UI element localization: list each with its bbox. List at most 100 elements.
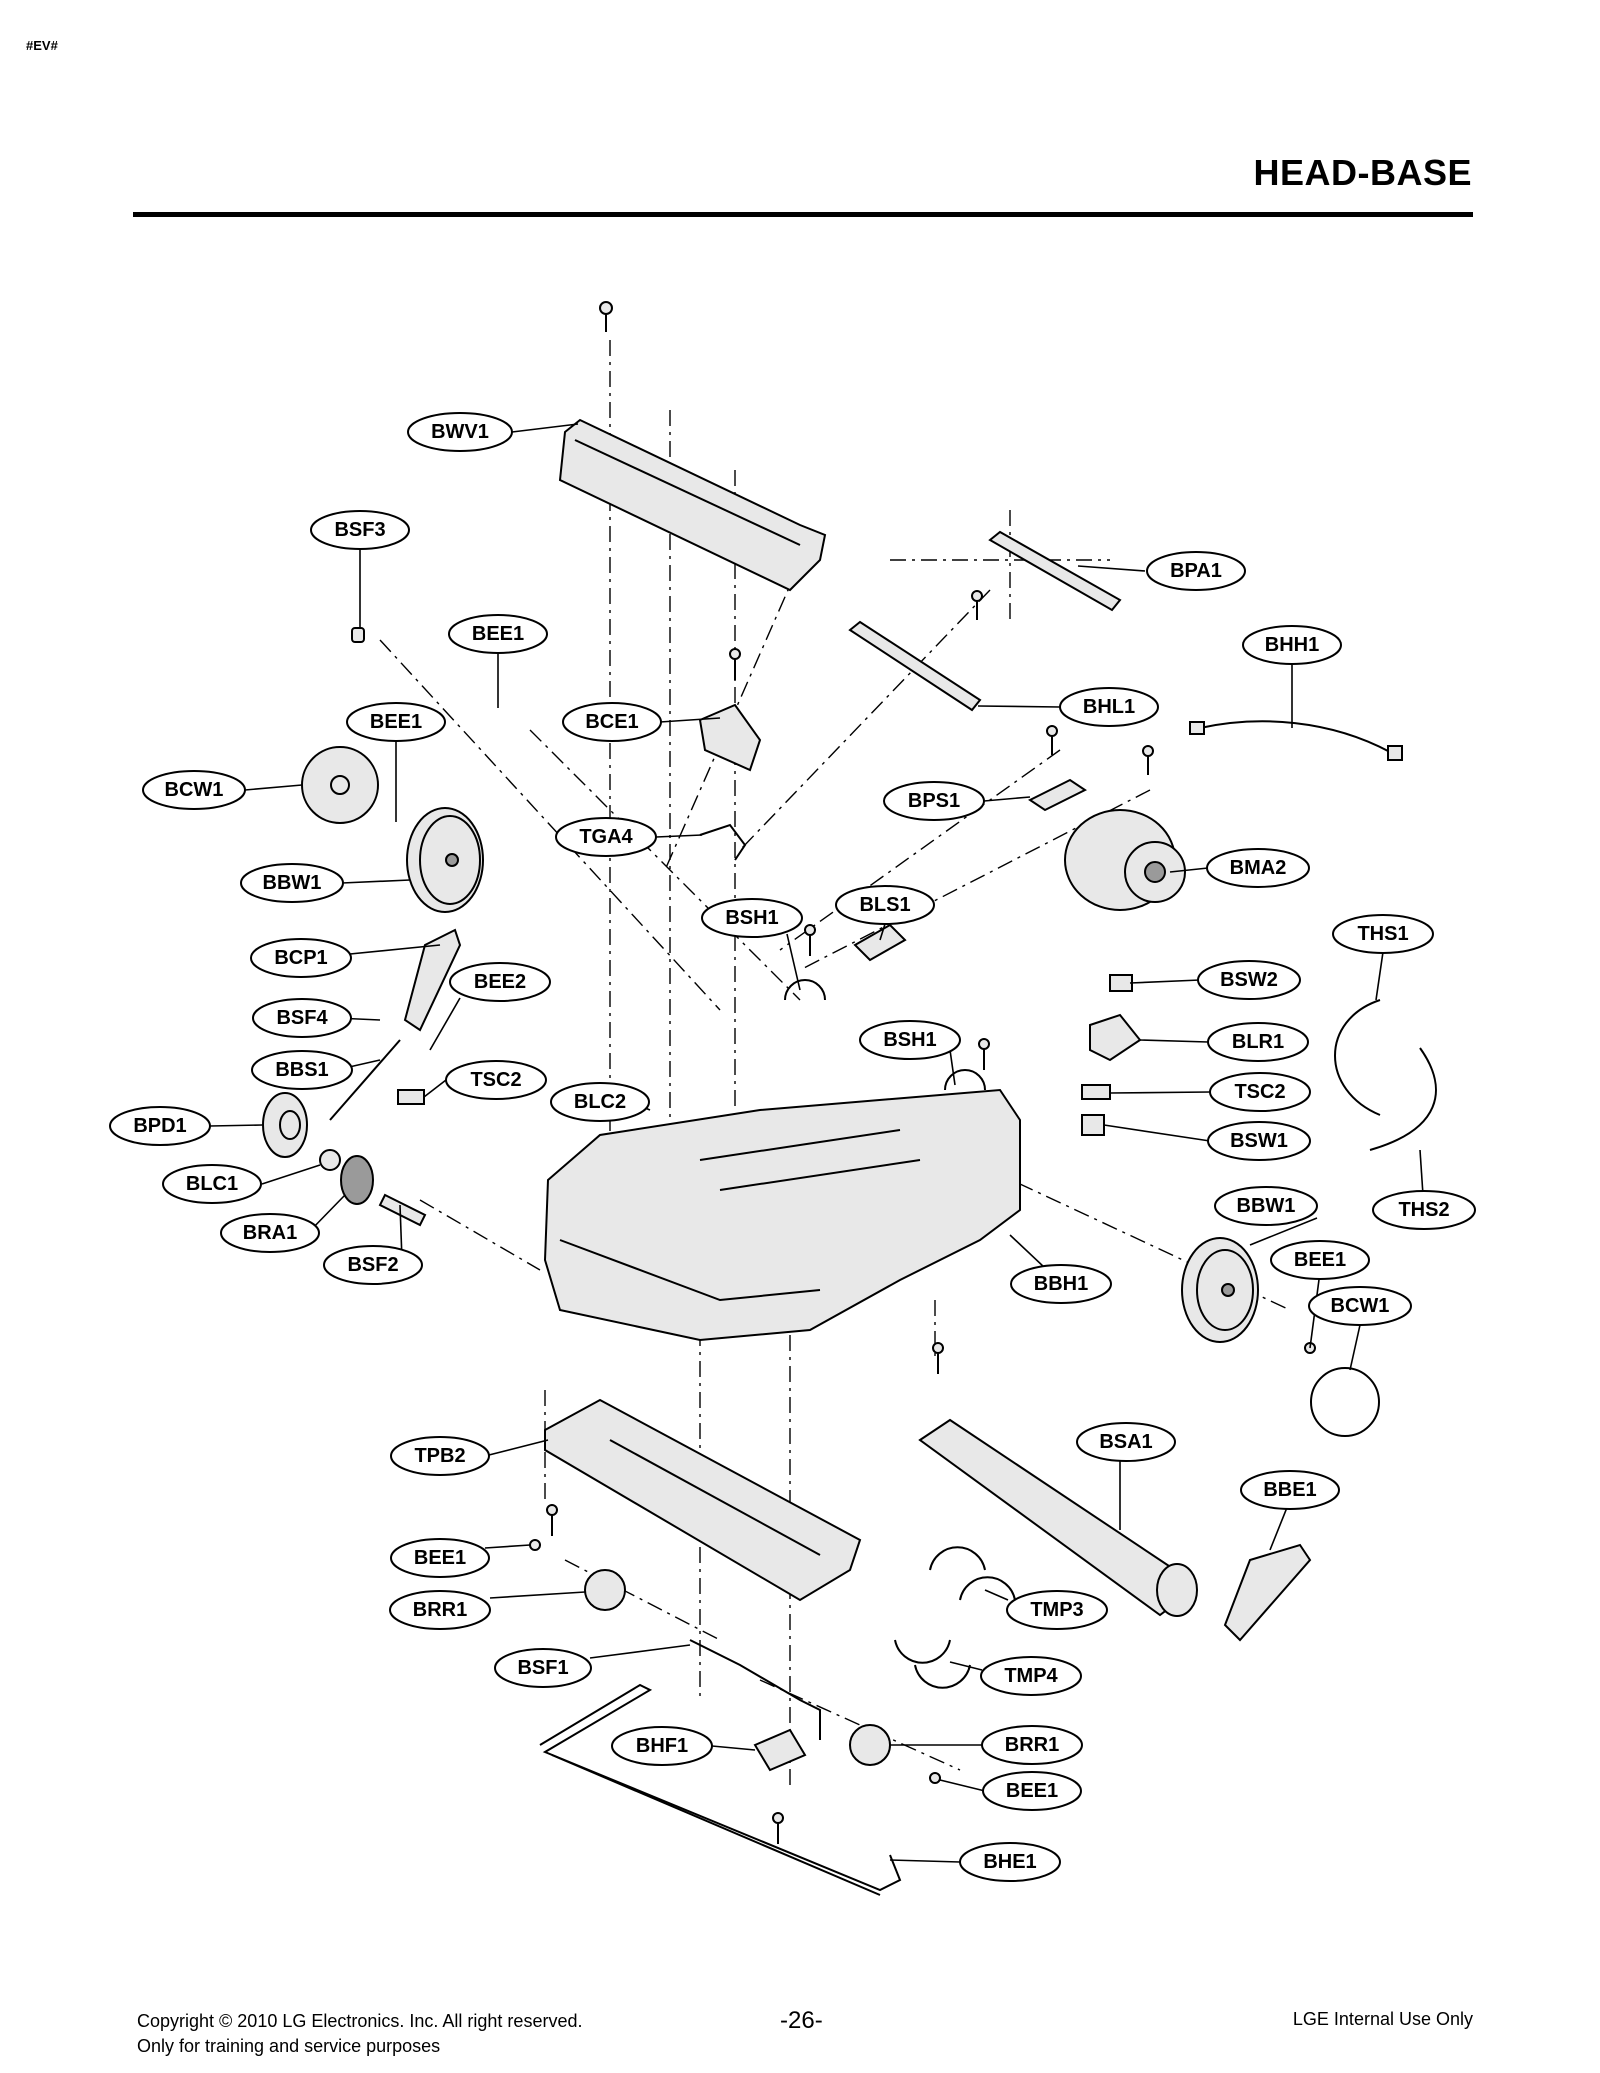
callout-bhl1-text: BHL1 [1083,696,1135,718]
callout-bee1-d: BEE1 [390,1538,490,1578]
callout-bls1: BLS1 [835,885,935,925]
callout-bhf1-text: BHF1 [636,1735,688,1757]
callout-blc1: BLC1 [162,1164,262,1204]
page-number: -26- [780,2007,823,2034]
callout-bbs1-text: BBS1 [275,1059,328,1081]
callout-bee1-e-text: BEE1 [1006,1780,1058,1802]
callout-bbw1-b-text: BBW1 [1237,1195,1296,1217]
callout-bhf1: BHF1 [611,1726,713,1766]
callout-blc1-text: BLC1 [186,1173,238,1195]
callout-bhh1-text: BHH1 [1265,634,1319,656]
callout-bee1-d-text: BEE1 [414,1547,466,1569]
callout-blc2: BLC2 [550,1082,650,1122]
callout-bcw1-b: BCW1 [1308,1286,1412,1326]
callout-tmp3-text: TMP3 [1030,1599,1083,1621]
callout-blr1-text: BLR1 [1232,1031,1284,1053]
document-tag: #EV# [26,38,58,53]
callout-bsf4-text: BSF4 [276,1007,328,1029]
internal-use-notice: LGE Internal Use Only [1292,2009,1473,2029]
callout-bbw1-b: BBW1 [1214,1186,1318,1226]
callout-bsa1-text: BSA1 [1099,1431,1152,1453]
callout-labels: BWV1 BSF3 BEE1 BEE1 BCE1 BPA1 BHH1 BHL1 … [109,412,1476,1882]
callout-bbs1: BBS1 [251,1050,353,1090]
callout-bsf4: BSF4 [252,998,352,1038]
callout-tga4-text: TGA4 [579,826,633,848]
callout-bhh1: BHH1 [1242,625,1342,665]
callout-bee1-e: BEE1 [982,1771,1082,1811]
callout-bsw2-text: BSW2 [1220,969,1278,991]
callout-ths2-text: THS2 [1398,1199,1449,1221]
callout-bma2-text: BMA2 [1230,857,1287,879]
callout-bbh1-text: BBH1 [1034,1273,1088,1295]
callout-bhl1: BHL1 [1059,687,1159,727]
callout-bee1-b-text: BEE1 [370,711,422,733]
callout-bpa1-text: BPA1 [1170,560,1222,582]
callout-tsc2-a: TSC2 [445,1060,547,1100]
callout-bce1: BCE1 [562,702,662,742]
callout-brr1-a-text: BRR1 [413,1599,467,1621]
callout-bsw1-text: BSW1 [1230,1130,1288,1152]
callout-bsf1-text: BSF1 [517,1657,568,1679]
callout-bra1: BRA1 [220,1213,320,1253]
callout-tsc2-b: TSC2 [1209,1072,1311,1112]
callout-bsf3: BSF3 [310,510,410,550]
callout-bee1-c: BEE1 [1270,1240,1370,1280]
training-text: Only for training and service purposes [137,2036,441,2056]
footer-copyright: Copyright © 2010 LG Electronics. Inc. Al… [137,2009,582,2059]
callout-bra1-text: BRA1 [243,1222,297,1244]
callout-tmp4-text: TMP4 [1004,1665,1058,1687]
callout-bee1-b: BEE1 [346,702,446,742]
title-rule [133,212,1473,217]
callout-bbe1: BBE1 [1240,1470,1340,1510]
callout-ths1: THS1 [1332,914,1434,954]
copyright-text: Copyright © 2010 LG Electronics. Inc. Al… [137,2011,583,2031]
callout-tmp4: TMP4 [980,1656,1082,1696]
callout-bpd1-text: BPD1 [133,1115,186,1137]
callout-bcw1-a: BCW1 [142,770,246,810]
callout-tmp3: TMP3 [1006,1590,1108,1630]
callout-bsf2: BSF2 [323,1245,423,1285]
callout-bbw1-a: BBW1 [240,863,344,903]
callout-tsc2-b-text: TSC2 [1234,1081,1285,1103]
callout-bhe1-text: BHE1 [983,1851,1036,1873]
callout-bcw1-b-text: BCW1 [1331,1295,1390,1317]
callout-bwv1-text: BWV1 [431,421,489,443]
callout-bsw1: BSW1 [1207,1121,1311,1161]
callout-bpd1: BPD1 [109,1106,211,1146]
callout-bbw1-a-text: BBW1 [263,872,322,894]
callout-bee2-text: BEE2 [474,971,526,993]
callout-bcw1-a-text: BCW1 [165,779,224,801]
callout-bsf1: BSF1 [494,1648,592,1688]
callout-bsf3-text: BSF3 [334,519,385,541]
callout-tsc2-a-text: TSC2 [470,1069,521,1091]
callout-bsh1-a: BSH1 [701,898,803,938]
callout-bee1-a: BEE1 [448,614,548,654]
callout-bwv1: BWV1 [407,412,513,452]
callout-bps1: BPS1 [883,781,985,821]
callout-bma2: BMA2 [1206,848,1310,888]
callout-bbh1: BBH1 [1010,1264,1112,1304]
callout-bcp1: BCP1 [250,938,352,978]
callout-brr1-b: BRR1 [981,1725,1083,1765]
callout-bee2: BEE2 [449,962,551,1002]
callout-bsh1-b-text: BSH1 [883,1029,936,1051]
callout-blc2-text: BLC2 [574,1091,626,1113]
callout-bls1-text: BLS1 [859,894,910,916]
callout-bsf2-text: BSF2 [347,1254,398,1276]
callout-bsa1: BSA1 [1076,1422,1176,1462]
callout-bee1-a-text: BEE1 [472,623,524,645]
page-title: HEAD-BASE [1253,152,1472,193]
callout-bce1-text: BCE1 [585,711,638,733]
callout-bbe1-text: BBE1 [1263,1479,1316,1501]
callout-tga4: TGA4 [555,817,657,857]
callout-ths2: THS2 [1372,1190,1476,1230]
callout-bee1-c-text: BEE1 [1294,1249,1346,1271]
callout-bcp1-text: BCP1 [274,947,327,969]
callout-bps1-text: BPS1 [908,790,960,812]
callout-bsh1-a-text: BSH1 [725,907,778,929]
part-shapes [262,301,1437,1896]
callout-brr1-b-text: BRR1 [1005,1734,1059,1756]
callout-tpb2: TPB2 [390,1436,490,1476]
callout-bsw2: BSW2 [1197,960,1301,1000]
